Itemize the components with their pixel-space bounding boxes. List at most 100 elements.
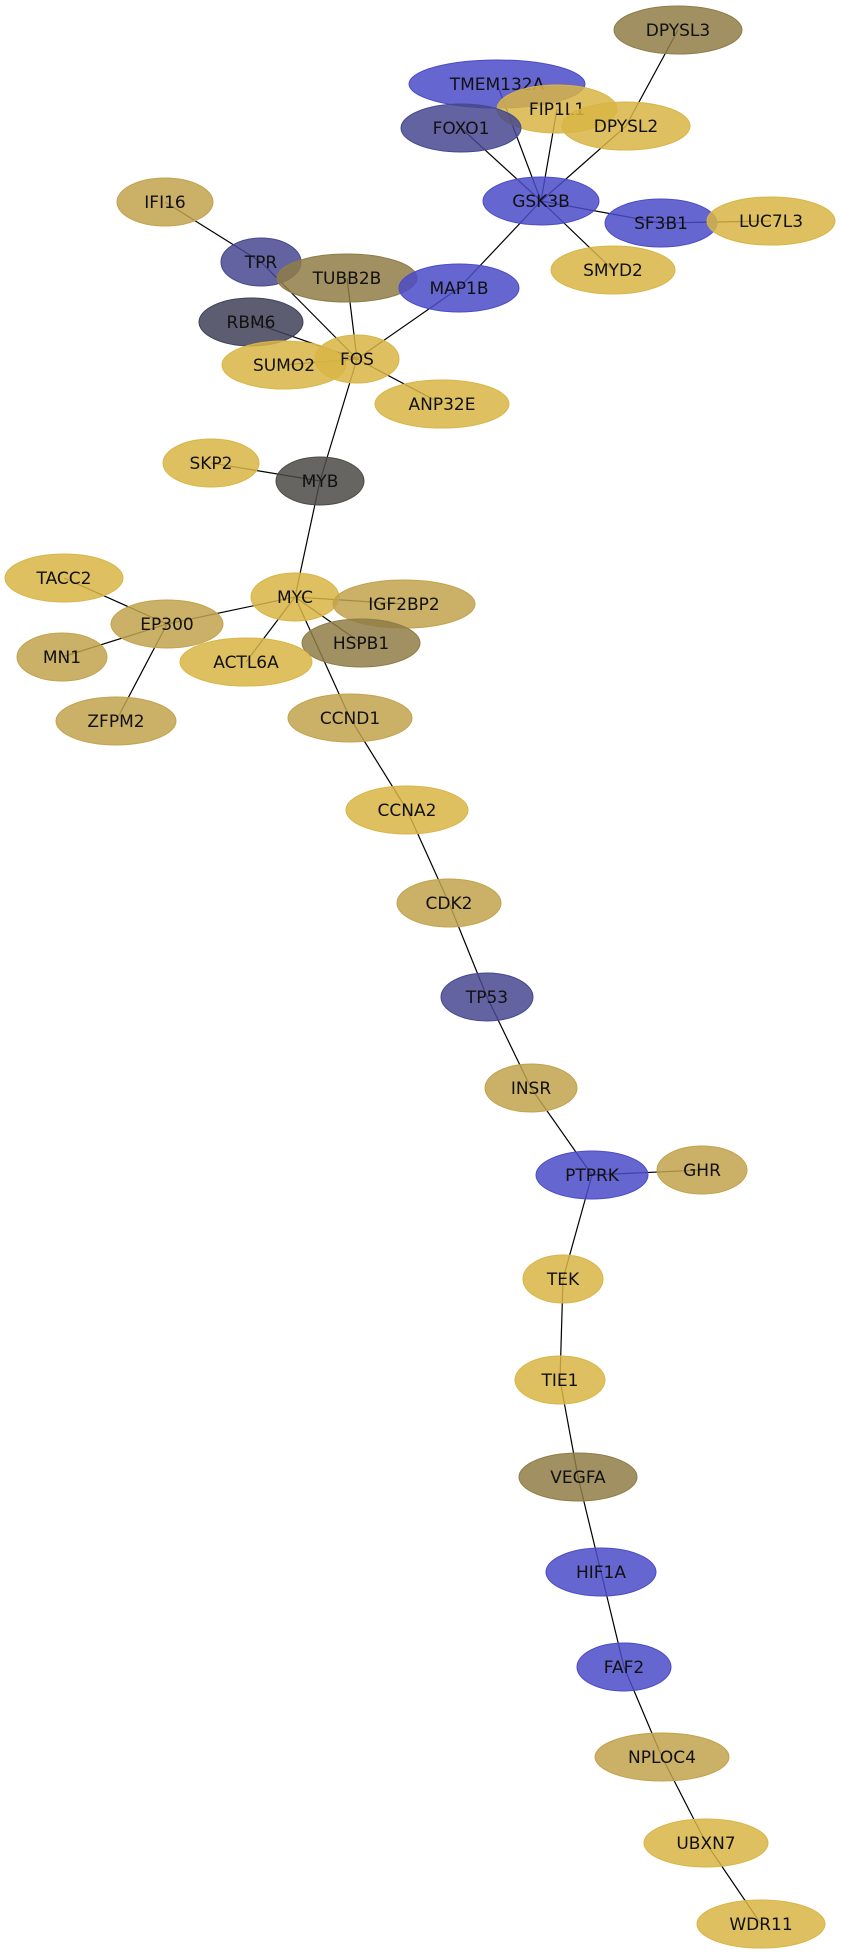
node-ellipse-vegfa[interactable] — [518, 1452, 638, 1502]
node-label-smyd2: SMYD2 — [583, 261, 643, 281]
node-ccnd1[interactable]: CCND1 — [287, 693, 413, 743]
node-ellipse-hspb1[interactable] — [301, 618, 421, 668]
node-hspb1[interactable]: HSPB1 — [301, 618, 421, 668]
node-ellipse-mn1[interactable] — [16, 632, 108, 682]
node-label-tpr: TPR — [244, 253, 278, 273]
node-ellipse-myb[interactable] — [275, 456, 365, 506]
node-ellipse-smyd2[interactable] — [550, 245, 676, 295]
node-ellipse-wdr11[interactable] — [696, 1899, 826, 1949]
node-ellipse-tie1[interactable] — [514, 1355, 606, 1405]
node-label-tubb2b: TUBB2B — [312, 269, 382, 289]
node-anp32e[interactable]: ANP32E — [374, 379, 510, 429]
node-rbm6[interactable]: RBM6 — [198, 297, 304, 347]
node-label-fos: FOS — [340, 350, 374, 370]
node-label-wdr11: WDR11 — [729, 1915, 792, 1935]
node-ellipse-skp2[interactable] — [162, 438, 260, 488]
node-ellipse-hif1a[interactable] — [545, 1547, 657, 1597]
node-ellipse-ghr[interactable] — [656, 1145, 748, 1195]
node-label-ifi16: IFI16 — [144, 193, 185, 213]
node-label-hif1a: HIF1A — [576, 1563, 626, 1583]
node-tie1[interactable]: TIE1 — [514, 1355, 606, 1405]
node-ellipse-tacc2[interactable] — [4, 553, 124, 603]
node-tacc2[interactable]: TACC2 — [4, 553, 124, 603]
node-label-anp32e: ANP32E — [409, 395, 476, 415]
node-ghr[interactable]: GHR — [656, 1145, 748, 1195]
node-ccna2[interactable]: CCNA2 — [345, 785, 469, 835]
node-foxo1[interactable]: FOXO1 — [400, 103, 522, 153]
node-label-gsk3b: GSK3B — [512, 192, 570, 212]
node-ellipse-foxo1[interactable] — [400, 103, 522, 153]
node-dpysl2[interactable]: DPYSL2 — [561, 101, 691, 151]
node-wdr11[interactable]: WDR11 — [696, 1899, 826, 1949]
node-ellipse-cdk2[interactable] — [396, 878, 502, 928]
node-ellipse-luc7l3[interactable] — [706, 196, 836, 246]
node-smyd2[interactable]: SMYD2 — [550, 245, 676, 295]
node-label-dpysl2: DPYSL2 — [594, 117, 658, 137]
node-ellipse-ccnd1[interactable] — [287, 693, 413, 743]
node-map1b[interactable]: MAP1B — [398, 263, 520, 313]
node-label-myc: MYC — [277, 588, 313, 608]
node-ellipse-ep300[interactable] — [110, 599, 224, 649]
node-ep300[interactable]: EP300 — [110, 599, 224, 649]
node-sf3b1[interactable]: SF3B1 — [604, 198, 718, 248]
node-ellipse-tp53[interactable] — [440, 972, 534, 1022]
node-cdk2[interactable]: CDK2 — [396, 878, 502, 928]
node-vegfa[interactable]: VEGFA — [518, 1452, 638, 1502]
node-ellipse-actl6a[interactable] — [179, 637, 313, 687]
node-zfpm2[interactable]: ZFPM2 — [55, 696, 177, 746]
node-label-sf3b1: SF3B1 — [634, 214, 688, 234]
node-label-tacc2: TACC2 — [36, 569, 92, 589]
node-ellipse-dpysl3[interactable] — [613, 5, 743, 55]
node-ubxn7[interactable]: UBXN7 — [643, 1818, 769, 1868]
node-label-rbm6: RBM6 — [227, 313, 276, 333]
node-ellipse-nploc4[interactable] — [594, 1732, 730, 1782]
node-dpysl3[interactable]: DPYSL3 — [613, 5, 743, 55]
node-fos[interactable]: FOS — [314, 334, 400, 384]
node-ellipse-anp32e[interactable] — [374, 379, 510, 429]
node-ellipse-ifi16[interactable] — [116, 177, 214, 227]
node-hif1a[interactable]: HIF1A — [545, 1547, 657, 1597]
node-ellipse-insr[interactable] — [484, 1063, 578, 1113]
node-mn1[interactable]: MN1 — [16, 632, 108, 682]
node-igf2bp2[interactable]: IGF2BP2 — [332, 579, 476, 629]
node-label-zfpm2: ZFPM2 — [87, 712, 144, 732]
node-label-dpysl3: DPYSL3 — [646, 21, 710, 41]
node-nploc4[interactable]: NPLOC4 — [594, 1732, 730, 1782]
node-label-sumo2: SUMO2 — [253, 356, 315, 376]
node-ellipse-zfpm2[interactable] — [55, 696, 177, 746]
node-insr[interactable]: INSR — [484, 1063, 578, 1113]
node-tek[interactable]: TEK — [522, 1254, 604, 1304]
node-label-igf2bp2: IGF2BP2 — [368, 595, 440, 615]
node-gsk3b[interactable]: GSK3B — [482, 176, 600, 226]
node-ptprk[interactable]: PTPRK — [535, 1150, 649, 1200]
node-myb[interactable]: MYB — [275, 456, 365, 506]
node-luc7l3[interactable]: LUC7L3 — [706, 196, 836, 246]
node-label-ccnd1: CCND1 — [320, 709, 380, 729]
node-myc[interactable]: MYC — [250, 572, 340, 622]
node-faf2[interactable]: FAF2 — [576, 1642, 672, 1692]
node-ellipse-faf2[interactable] — [576, 1642, 672, 1692]
node-ellipse-ccna2[interactable] — [345, 785, 469, 835]
node-ellipse-ptprk[interactable] — [535, 1150, 649, 1200]
node-label-insr: INSR — [511, 1079, 552, 1099]
node-ellipse-tek[interactable] — [522, 1254, 604, 1304]
node-tp53[interactable]: TP53 — [440, 972, 534, 1022]
node-sumo2[interactable]: SUMO2 — [221, 340, 347, 390]
node-label-mn1: MN1 — [43, 648, 81, 668]
node-label-foxo1: FOXO1 — [433, 119, 490, 139]
node-ifi16[interactable]: IFI16 — [116, 177, 214, 227]
node-actl6a[interactable]: ACTL6A — [179, 637, 313, 687]
node-label-ghr: GHR — [683, 1161, 721, 1181]
node-ellipse-gsk3b[interactable] — [482, 176, 600, 226]
node-label-tp53: TP53 — [465, 988, 508, 1008]
node-label-actl6a: ACTL6A — [213, 653, 279, 673]
node-ellipse-map1b[interactable] — [398, 263, 520, 313]
node-tubb2b[interactable]: TUBB2B — [276, 253, 418, 303]
node-ellipse-dpysl2[interactable] — [561, 101, 691, 151]
node-ellipse-fos[interactable] — [314, 334, 400, 384]
node-label-ccna2: CCNA2 — [378, 801, 437, 821]
node-skp2[interactable]: SKP2 — [162, 438, 260, 488]
node-label-luc7l3: LUC7L3 — [739, 212, 803, 232]
node-ellipse-ubxn7[interactable] — [643, 1818, 769, 1868]
